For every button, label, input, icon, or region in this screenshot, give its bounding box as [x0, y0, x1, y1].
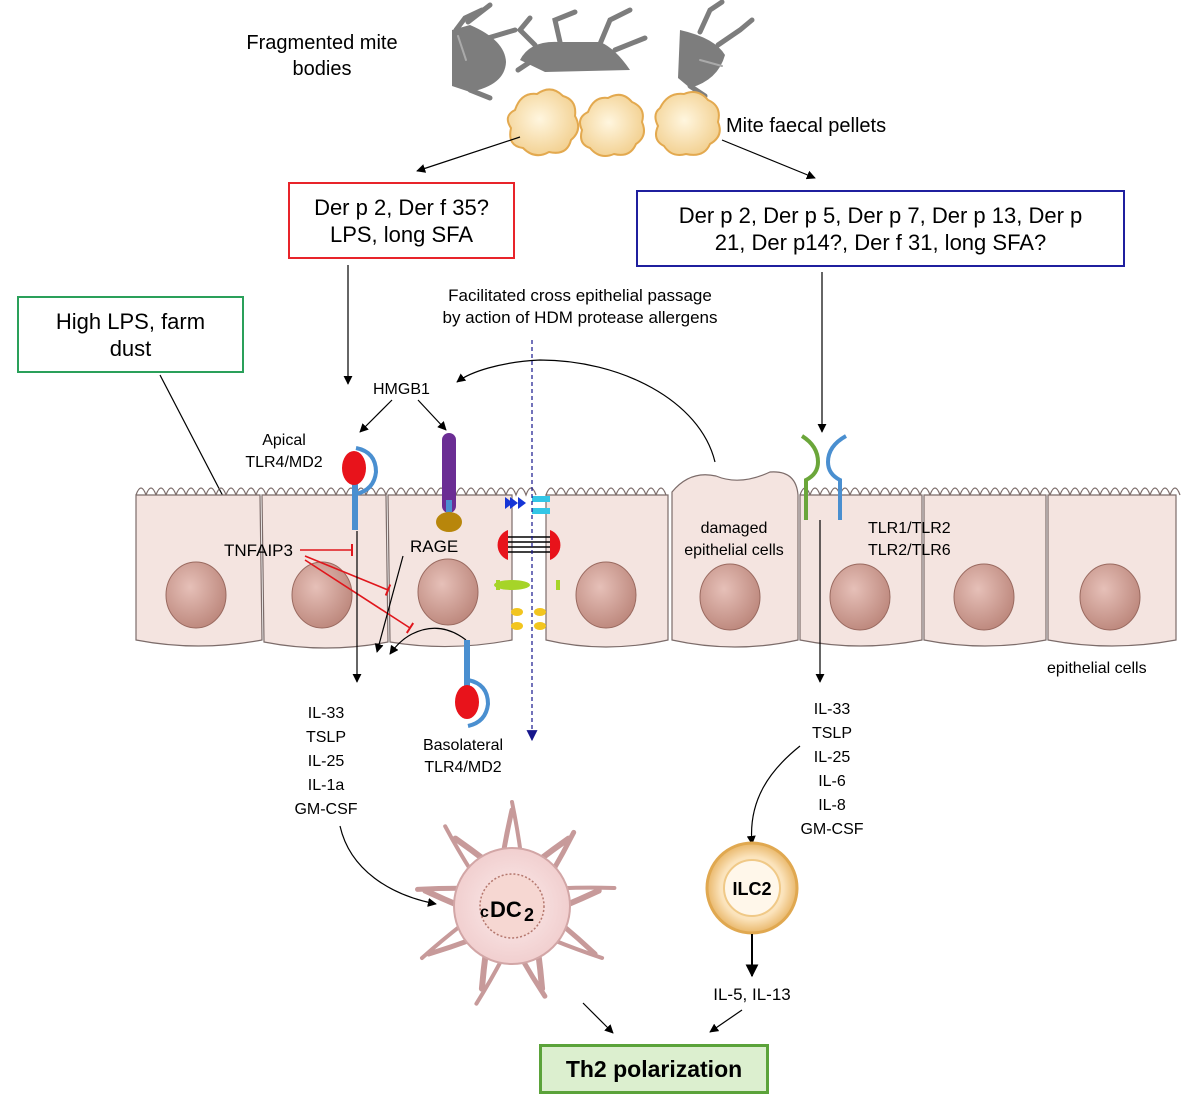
facilitated-label-line1: Facilitated cross epithelial passage [448, 286, 712, 305]
arrow-cytokines-to-cdc2 [339, 825, 437, 907]
right-cytokine: IL-33 [814, 701, 851, 718]
fragmented-label-line1: Fragmented mite [246, 32, 397, 54]
rage-label: RAGE [410, 537, 458, 556]
blue-box-line1: Der p 2, Der p 5, Der p 7, Der p 13, Der… [678, 202, 1083, 228]
tight-junction-complex [494, 496, 561, 630]
right-cytokine: TSLP [812, 725, 852, 742]
left-cytokine-list: IL-33 TSLP IL-25 IL-1a GM-CSF [294, 705, 357, 818]
rage-receptor [436, 433, 462, 532]
green-box-line1: High LPS, farm [55, 308, 206, 334]
left-cytokine: GM-CSF [294, 801, 357, 818]
th2-polarization-box: Th2 polarization [539, 1044, 769, 1094]
dendrite-spike [558, 885, 617, 891]
hmgb1-label: HMGB1 [373, 381, 430, 398]
apical-tlr4-md2-receptor [342, 446, 379, 530]
il5-il13-label: IL-5, IL-13 [713, 985, 791, 1004]
red-allergen-box: Der p 2, Der f 35? LPS, long SFA [288, 182, 515, 259]
cdc2-dendritic-cell [415, 800, 617, 1006]
mite-bodies-illustration [452, 0, 755, 101]
right-cytokine-list: IL-33 TSLP IL-25 IL-6 IL-8 GM-CSF [800, 701, 863, 838]
left-cytokine: IL-1a [308, 777, 345, 794]
epithelial-cells-label: epithelial cells [1047, 660, 1147, 677]
damaged-label-line1: damaged [701, 520, 768, 537]
facilitated-label-line2: by action of HDM protease allergens [443, 308, 718, 327]
right-cytokine: IL-25 [814, 749, 851, 766]
tnfaip3-label: TNFAIP3 [224, 541, 293, 560]
green-lps-box: High LPS, farm dust [17, 296, 244, 373]
apical-label-line1: Apical [262, 432, 306, 449]
tlr-label-line1: TLR1/TLR2 [868, 520, 951, 537]
tlr1-tlr2-receptor [800, 434, 848, 520]
cdc2-label-prefix: c [480, 904, 489, 921]
arrow-cdc2-to-th2 [582, 1002, 614, 1034]
arrow-rage-to-cytokines [374, 555, 404, 653]
red-box-line1: Der p 2, Der f 35? [314, 194, 489, 220]
dendrite-spike [549, 937, 605, 960]
cell-nuclei [165, 558, 1141, 631]
dendrite-spike [510, 800, 523, 857]
arrow-hmgb1-to-apical-tlr4 [359, 399, 393, 433]
ilc2-cell [705, 841, 799, 935]
cdc2-label-main: DC [490, 897, 522, 922]
arrow-hmgb1-to-rage [417, 399, 447, 431]
fragmented-label-line2: bodies [293, 58, 352, 80]
green-box-line2: dust [109, 335, 152, 361]
arrow-basolateral-to-cytokines [389, 627, 467, 655]
damaged-label-line2: epithelial cells [684, 542, 784, 559]
right-cytokine: IL-8 [818, 797, 846, 814]
left-cytokine: IL-33 [308, 705, 345, 722]
right-cytokine: GM-CSF [800, 821, 863, 838]
cdc2-label-sub: 2 [524, 905, 534, 925]
arrow-damaged-cells-to-hmgb1 [456, 359, 716, 463]
right-cytokine: IL-6 [818, 773, 846, 790]
left-cytokine: TSLP [306, 729, 346, 746]
arrow-pellets-to-blue-box [721, 139, 816, 180]
left-cytokine: IL-25 [308, 753, 345, 770]
basolateral-label-line2: TLR4/MD2 [424, 759, 501, 776]
apical-label-line2: TLR4/MD2 [245, 454, 322, 471]
blue-box-line2: 21, Der p14?, Der f 31, long SFA? [714, 229, 1047, 255]
red-box-line2: LPS, long SFA [329, 221, 474, 247]
dendrite-spike [420, 921, 466, 960]
th2-label: Th2 polarization [565, 1055, 743, 1082]
arrow-cytokines-to-ilc2 [746, 745, 801, 845]
arrow-il5-to-th2 [709, 1009, 743, 1033]
faecal-pellets-label: Mite faecal pellets [726, 115, 886, 137]
ilc2-label: ILC2 [732, 879, 771, 899]
arrow-pellets-to-red-box [416, 136, 521, 173]
faecal-pellets-illustration [506, 88, 721, 157]
basolateral-tlr4-md2-receptor [455, 640, 491, 728]
blue-allergen-box: Der p 2, Der p 5, Der p 7, Der p 13, Der… [636, 190, 1125, 267]
tlr-label-line2: TLR2/TLR6 [868, 542, 951, 559]
basolateral-label-line1: Basolateral [423, 737, 503, 754]
